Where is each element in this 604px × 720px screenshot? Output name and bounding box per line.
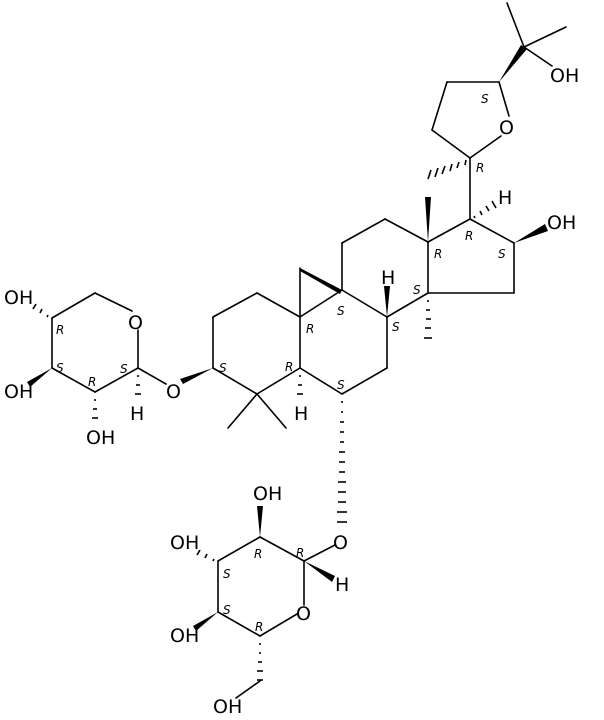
stereo-c9: S xyxy=(337,304,345,318)
xylose-oh4-label: OH xyxy=(4,287,33,309)
wedge-bond xyxy=(257,506,263,537)
c3-oxygen-label: O xyxy=(166,381,181,403)
stereo-xylose-c4: R xyxy=(56,323,64,337)
glucose-oh6-label: OH xyxy=(213,696,242,718)
wedge-bond xyxy=(27,368,52,387)
stereo-c17: R xyxy=(465,229,473,243)
c16-oh-label: OH xyxy=(547,212,576,234)
stereo-c24: S xyxy=(481,92,489,106)
hashed-bond xyxy=(257,643,263,681)
glucose-c1-hydrogen-label: H xyxy=(335,574,349,596)
stereo-c5: R xyxy=(285,360,293,374)
stereo-xylose-c2: R xyxy=(88,375,96,389)
stereo-c14: S xyxy=(413,283,421,297)
side-chain xyxy=(427,2,567,220)
wedge-bond xyxy=(180,368,213,384)
stereo-glucose-c3: S xyxy=(223,567,231,581)
stereo-xylose-c3: S xyxy=(56,361,64,375)
glucose-oh2-label: OH xyxy=(253,483,282,505)
wedge-bond xyxy=(300,268,342,294)
stereo-c8: S xyxy=(392,320,400,334)
atom-labels: OH O H OH H H O O H OH OH OH O H O OH OH… xyxy=(4,65,579,718)
xylose-ring-oxygen-label: O xyxy=(128,312,143,334)
ring-c xyxy=(341,218,429,318)
stereo-c13: R xyxy=(434,247,442,261)
stereo-c10: R xyxy=(306,322,314,336)
stereo-glucose-c2: R xyxy=(254,547,262,561)
ring-b xyxy=(297,267,388,523)
xylose-ring xyxy=(27,292,167,419)
stereo-glucose-c5: R xyxy=(255,620,263,634)
glucose-ring xyxy=(193,506,336,699)
hashed-bond xyxy=(297,375,303,395)
stereo-xylose-c1: S xyxy=(120,362,128,376)
wedge-bond xyxy=(304,561,335,582)
stereo-c16: S xyxy=(498,247,506,261)
wedge-bond xyxy=(384,286,390,317)
glucose-ring-oxygen-label: O xyxy=(296,603,311,625)
ring-d xyxy=(424,197,548,339)
hashed-bond xyxy=(427,159,467,180)
c17-hydrogen-label: H xyxy=(498,187,512,209)
hashed-bond xyxy=(32,303,49,318)
stereo-glucose-c1: R xyxy=(296,546,304,560)
glucose-oh4-label: OH xyxy=(170,625,199,647)
stereo-c6: S xyxy=(337,378,345,392)
wedge-bond xyxy=(514,224,548,243)
xylose-oh2-label: OH xyxy=(86,427,115,449)
wedge-bond xyxy=(499,45,527,82)
side-chain-oh-label: OH xyxy=(550,65,579,87)
wedge-bond xyxy=(193,612,218,631)
wedge-bond xyxy=(425,197,431,242)
xylose-oh3-label: OH xyxy=(4,381,33,403)
c6-oxygen-label: O xyxy=(333,532,348,554)
stereo-c3: S xyxy=(219,361,227,375)
ring-a xyxy=(180,292,301,429)
hashed-bond xyxy=(135,375,141,395)
stereo-c20: R xyxy=(476,161,484,175)
stereo-labels: S R R S R S S S R R S S S R S R R R S S … xyxy=(56,92,506,634)
c8-hydrogen-label: H xyxy=(381,267,395,289)
thf-oxygen-label: O xyxy=(499,117,514,139)
hashed-bond xyxy=(473,200,497,219)
hashed-bond xyxy=(424,300,432,339)
hashed-bond xyxy=(196,549,215,562)
xylose-c1-hydrogen-label: H xyxy=(130,403,144,425)
hashed-bond xyxy=(92,399,98,419)
hashed-bond xyxy=(337,401,347,523)
glucose-oh3-label: OH xyxy=(170,532,199,554)
stereo-glucose-c4: S xyxy=(223,603,231,617)
c5-hydrogen-label: H xyxy=(294,403,308,425)
